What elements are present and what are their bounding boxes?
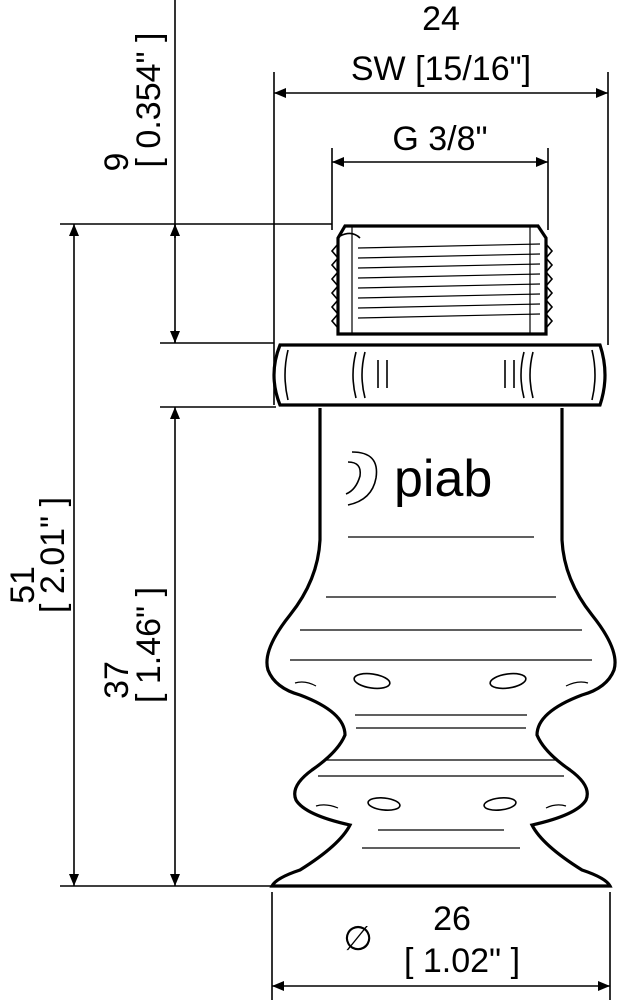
diameter-value: 26 [433,900,471,938]
height-total-subtext: [ 2.01" ] [34,497,72,613]
piab-logo: piab [345,450,492,508]
bellows-body [265,408,617,888]
height-bellows-value: 37 [98,661,136,699]
height-bellows-subtext: [ 1.46" ] [130,587,168,703]
threaded-nipple [330,224,554,336]
width-top-value: 24 [422,0,460,38]
height-thread-value: 9 [98,153,136,172]
hex-nut [272,343,607,407]
diameter-symbol: ∅ [343,920,373,958]
height-total-value: 51 [4,566,42,604]
thread-size-label: G 3/8" [392,120,487,158]
height-thread-subtext: [ 0.354" ] [130,33,168,168]
width-top-subtext: SW [15/16"] [351,50,531,88]
diameter-subtext: [ 1.02" ] [404,942,520,980]
dimension-lines [60,0,611,1000]
suction-cup-part: piab [265,224,617,888]
brand-text: piab [394,450,492,508]
